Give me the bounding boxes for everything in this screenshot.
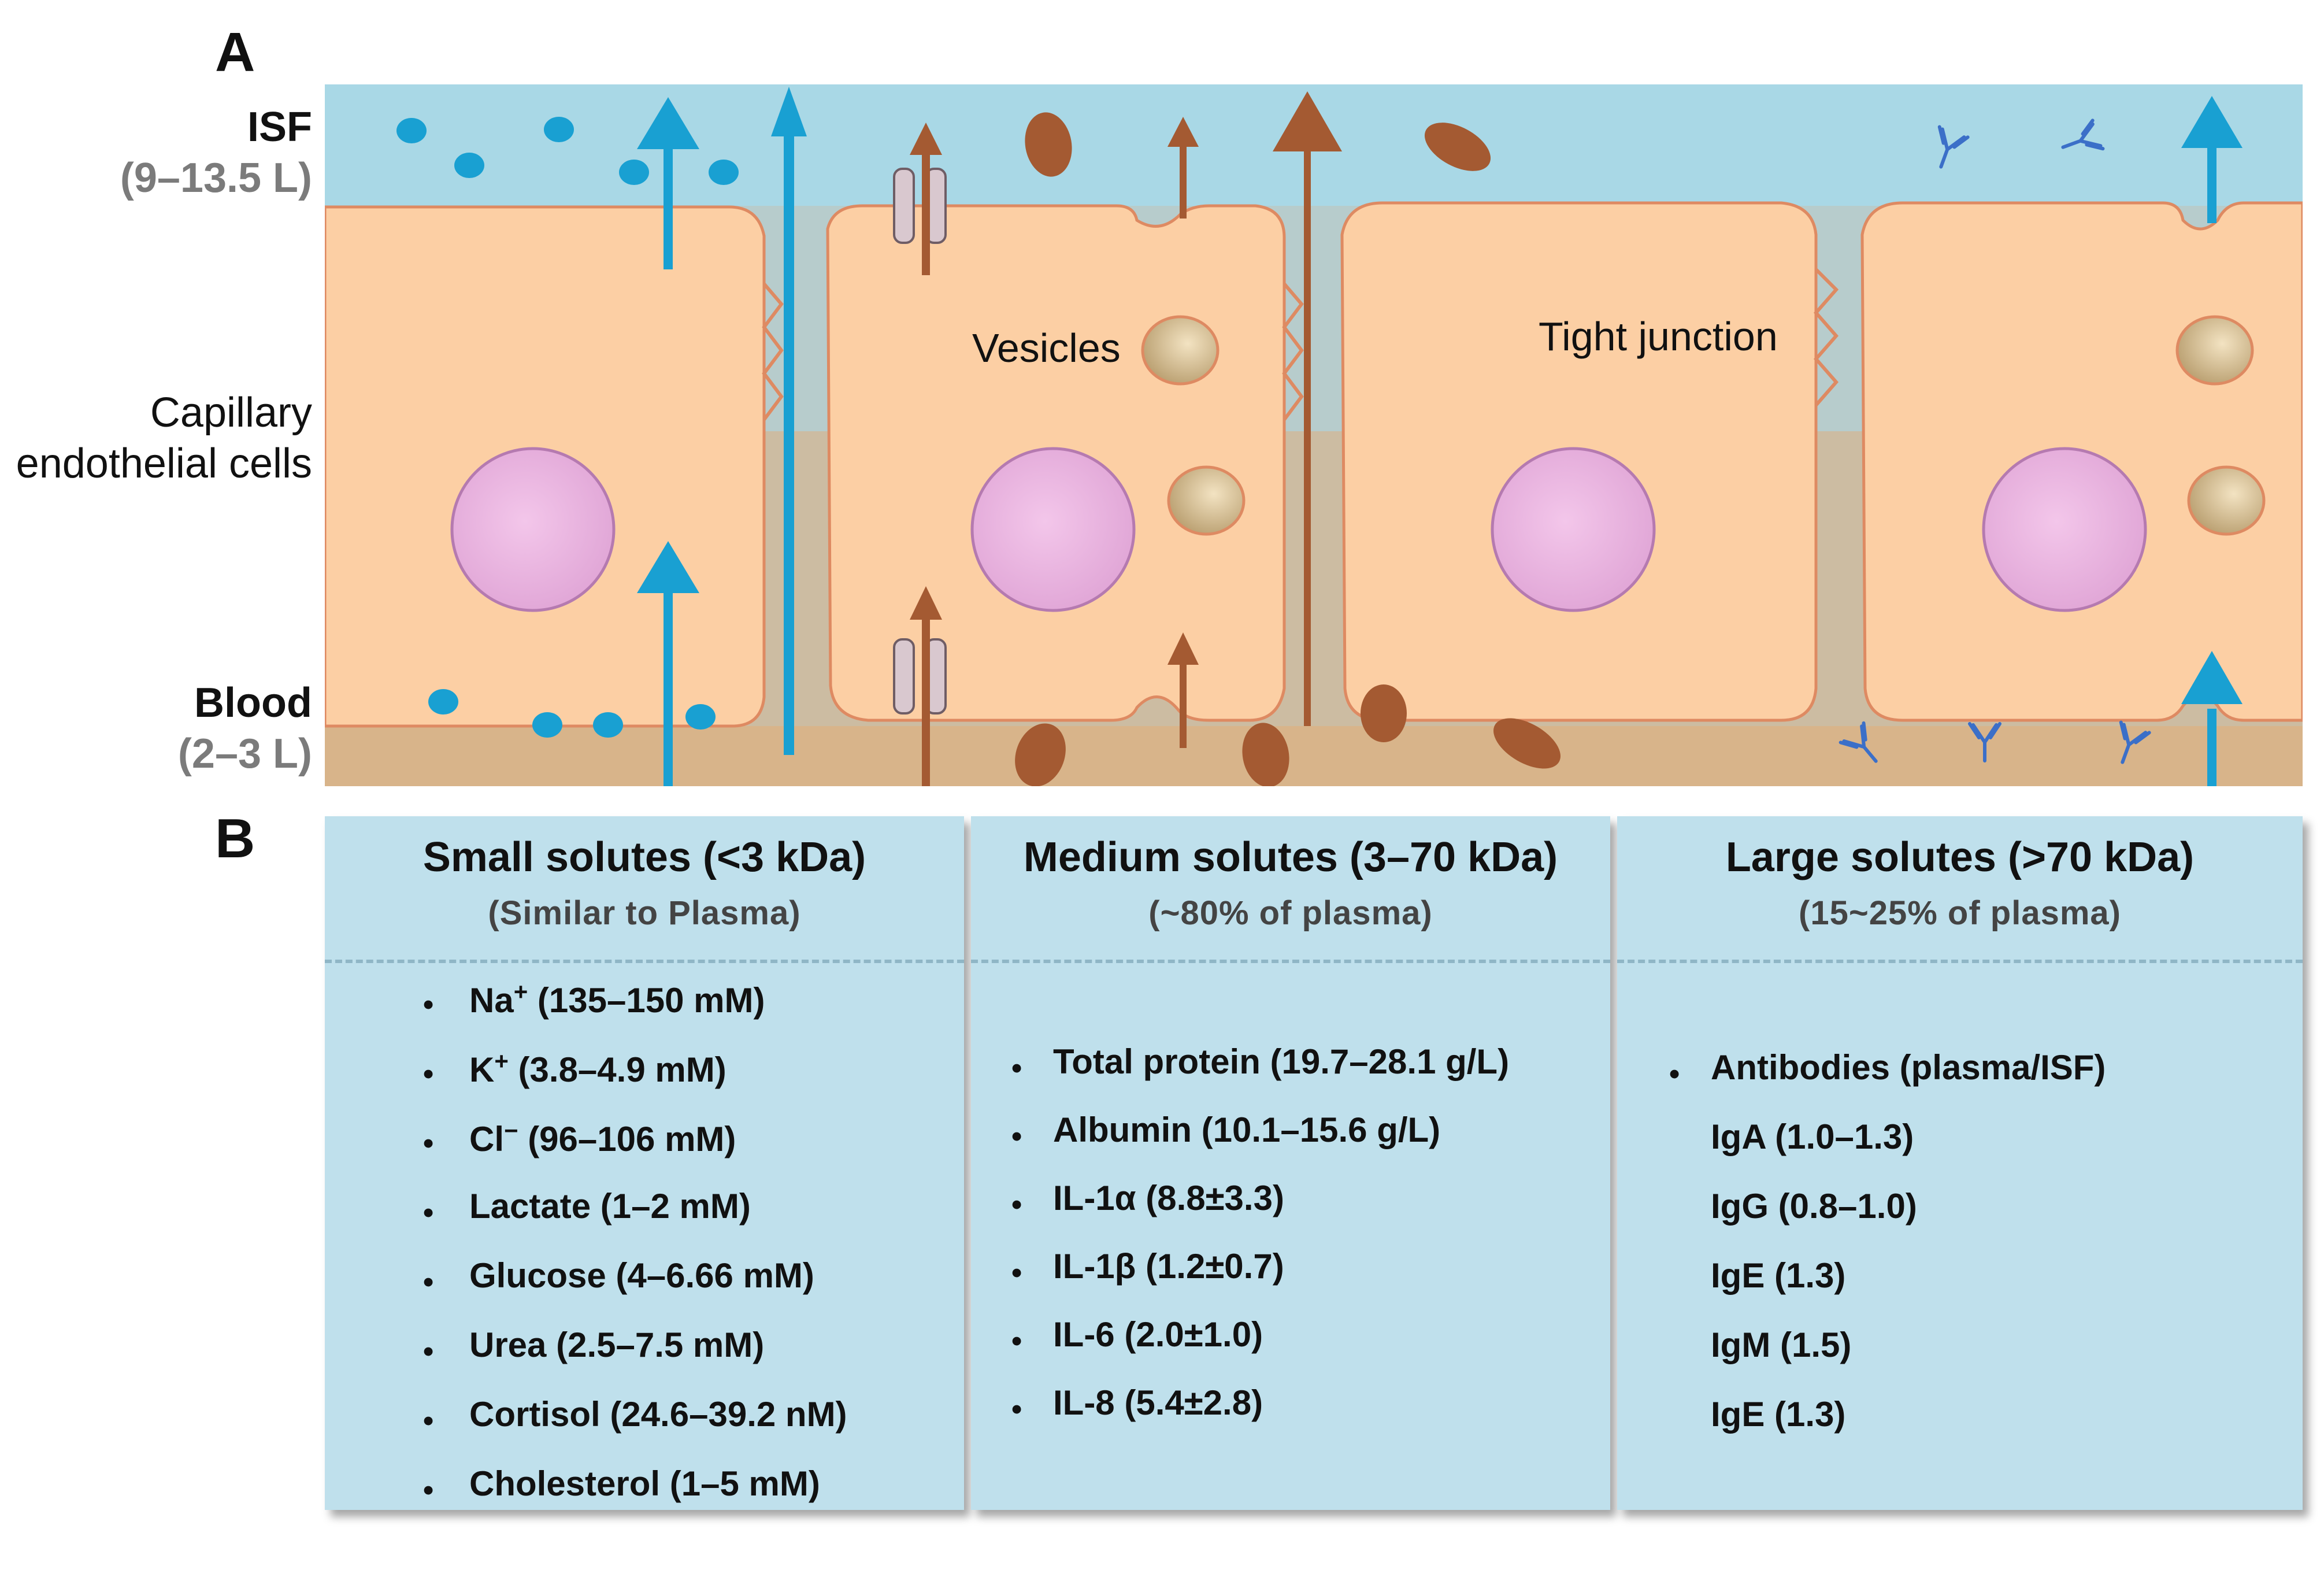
bullet-icon: • bbox=[1011, 1052, 1022, 1085]
tight-junction-2 bbox=[1282, 283, 1304, 421]
list-item: Glucose (4–6.66 mM) bbox=[469, 1256, 814, 1295]
list-item: IL-1α (8.8±3.3) bbox=[1053, 1179, 1284, 1217]
column-subtitle: (15~25% of plasma) bbox=[1799, 894, 2121, 932]
bullet-icon: • bbox=[1011, 1120, 1022, 1153]
bullet-icon: • bbox=[1011, 1324, 1022, 1358]
column-subtitle: (~80% of plasma) bbox=[1148, 894, 1433, 932]
cells-label-line1: Capillary bbox=[150, 390, 312, 436]
bullet-icon: • bbox=[423, 1335, 434, 1368]
bullet-icon: • bbox=[423, 1474, 434, 1507]
list-item: Cortisol (24.6–39.2 nM) bbox=[469, 1395, 847, 1434]
bullet-icon: • bbox=[423, 1265, 434, 1299]
column-title: Small solutes (<3 kDa) bbox=[422, 834, 866, 880]
list-item: IgE (1.3) bbox=[1711, 1395, 1846, 1434]
isf-label-group: ISF (9–13.5 L) bbox=[120, 102, 312, 203]
bullet-icon: • bbox=[423, 1196, 434, 1230]
list-item: K+ (3.8–4.9 mM) bbox=[469, 1047, 727, 1089]
vesicle-3 bbox=[2175, 315, 2254, 386]
nucleus-4 bbox=[1982, 447, 2147, 612]
cells-label-line2: endothelial cells bbox=[16, 440, 312, 487]
small-solutes-column: Small solutes (<3 kDa) (Similar to Plasm… bbox=[325, 816, 964, 1510]
list-item: IgA (1.0–1.3) bbox=[1711, 1117, 1914, 1156]
channel-bottom bbox=[893, 638, 947, 715]
medium-solutes-header: Medium solutes (3–70 kDa) (~80% of plasm… bbox=[971, 816, 1610, 963]
tight-junction-3 bbox=[1814, 268, 1839, 406]
list-item: IgE (1.3) bbox=[1711, 1256, 1846, 1295]
large-solutes-header: Large solutes (>70 kDa) (15~25% of plasm… bbox=[1617, 816, 2303, 963]
large-solutes-column: Large solutes (>70 kDa) (15~25% of plasm… bbox=[1617, 816, 2303, 1510]
list-item: Antibodies (plasma/ISF) bbox=[1711, 1048, 2106, 1087]
nucleus-1 bbox=[450, 447, 616, 612]
bullet-icon: • bbox=[1011, 1188, 1022, 1221]
panel-a-letter: A bbox=[215, 21, 255, 83]
bullet-icon: • bbox=[423, 988, 434, 1021]
list-item: IgG (0.8–1.0) bbox=[1711, 1187, 1917, 1226]
bullet-icon: • bbox=[1011, 1393, 1022, 1426]
column-title: Medium solutes (3–70 kDa) bbox=[1023, 834, 1558, 880]
tight-junction-label: Tight junction bbox=[1539, 314, 1778, 359]
bullet-icon: • bbox=[1669, 1057, 1680, 1091]
isf-label: ISF bbox=[247, 104, 312, 150]
vesicle-1 bbox=[1141, 315, 1220, 386]
tight-junction-1 bbox=[762, 283, 784, 421]
blood-label: Blood bbox=[194, 680, 312, 726]
small-solutes-blood bbox=[428, 689, 716, 738]
blood-volume: (2–3 L) bbox=[177, 731, 312, 777]
channel-top bbox=[893, 168, 947, 244]
list-item: Total protein (19.7–28.1 g/L) bbox=[1053, 1042, 1510, 1081]
list-item: Cl− (96–106 mM) bbox=[469, 1117, 736, 1158]
bullet-icon: • bbox=[1011, 1256, 1022, 1290]
small-solute-arrows bbox=[637, 87, 2243, 786]
panel-b-letter: B bbox=[215, 808, 255, 869]
small-solutes-isf bbox=[396, 117, 739, 185]
list-item: IgM (1.5) bbox=[1711, 1326, 1852, 1364]
capillary-diagram: Vesicles Tight junction bbox=[325, 84, 2303, 786]
vesicle-4 bbox=[2187, 465, 2266, 536]
medium-solutes-column: Medium solutes (3–70 kDa) (~80% of plasm… bbox=[971, 816, 1610, 1510]
list-item: Na+ (135–150 mM) bbox=[469, 978, 765, 1020]
list-item: Cholesterol (1–5 mM) bbox=[469, 1464, 820, 1503]
bullet-icon: • bbox=[423, 1057, 434, 1091]
nucleus-3 bbox=[1491, 447, 1656, 612]
small-solutes-header: Small solutes (<3 kDa) (Similar to Plasm… bbox=[325, 816, 964, 963]
column-subtitle: (Similar to Plasma) bbox=[488, 894, 801, 932]
medium-solute-arrows bbox=[910, 91, 1342, 786]
list-item: IL-8 (5.4±2.8) bbox=[1053, 1383, 1263, 1422]
bullet-icon: • bbox=[423, 1404, 434, 1438]
list-item: Albumin (10.1–15.6 g/L) bbox=[1053, 1110, 1441, 1149]
vesicle-2 bbox=[1167, 465, 1246, 536]
cells-label-group: Capillary endothelial cells bbox=[16, 387, 312, 489]
list-item: Urea (2.5–7.5 mM) bbox=[469, 1326, 765, 1364]
column-title: Large solutes (>70 kDa) bbox=[1725, 834, 2195, 880]
list-item: IL-1β (1.2±0.7) bbox=[1053, 1247, 1284, 1286]
vesicles-label: Vesicles bbox=[972, 325, 1121, 371]
nucleus-2 bbox=[970, 447, 1136, 612]
list-item: IL-6 (2.0±1.0) bbox=[1053, 1315, 1263, 1354]
list-item: Lactate (1–2 mM) bbox=[469, 1187, 751, 1226]
medium-solutes bbox=[1015, 112, 1561, 786]
bullet-icon: • bbox=[423, 1127, 434, 1160]
isf-volume: (9–13.5 L) bbox=[120, 155, 312, 201]
blood-label-group: Blood (2–3 L) bbox=[178, 678, 312, 779]
